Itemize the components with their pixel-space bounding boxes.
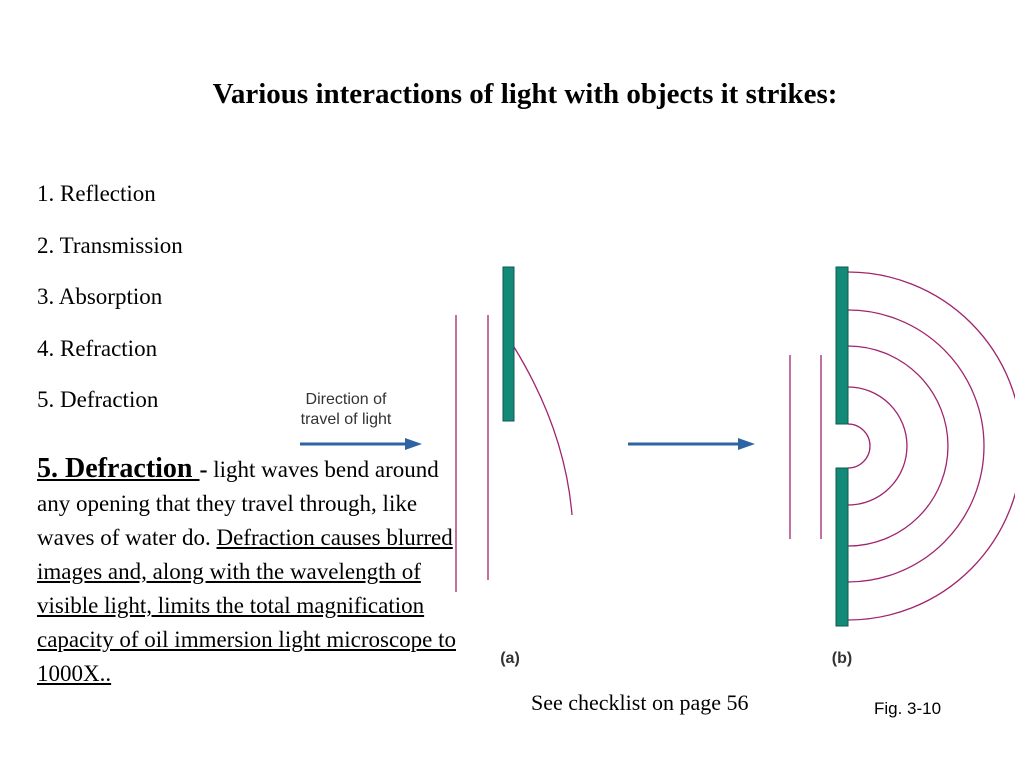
list-item: 3. Absorption: [37, 284, 163, 309]
interaction-list: 1. Reflection 2. Transmission 3. Absorpt…: [37, 180, 183, 438]
diffracted-wave: [847, 423, 871, 469]
panel-b-label: (b): [832, 650, 852, 667]
direction-label-line1: Direction of: [306, 391, 387, 408]
list-item: 5. Defraction: [37, 387, 159, 412]
diffracted-wave: [847, 386, 908, 506]
panel-b: (b): [628, 266, 1015, 667]
barrier-a: [502, 266, 515, 422]
list-item: 4. Refraction: [37, 335, 158, 361]
definition-dash: -: [199, 457, 208, 483]
barrier-b-top: [835, 266, 849, 425]
diffracted-wave: [847, 271, 1015, 621]
list-item: 2. Transmission: [37, 232, 183, 258]
defraction-definition: 5. Defraction - light waves bend around …: [37, 452, 477, 691]
direction-arrow-a: [300, 438, 422, 450]
definition-text: light waves bend around any opening that…: [37, 457, 439, 550]
diffracted-wave: [847, 309, 985, 583]
direction-arrow-b: [628, 438, 755, 450]
direction-label-line2: travel of light: [301, 411, 392, 428]
figure-reference: Fig. 3-10: [874, 699, 942, 718]
diffraction-figure: Direction of travel of light (a) (b): [300, 266, 1015, 667]
panel-a-label: (a): [500, 650, 520, 667]
slide-title: Various interactions of light with objec…: [212, 78, 838, 110]
definition-underlined-text: Defraction causes blurred images and, al…: [37, 525, 457, 686]
definition-heading: 5. Defraction: [37, 453, 200, 484]
checklist-note: See checklist on page 56: [531, 690, 749, 715]
barrier-b-bottom: [835, 467, 849, 627]
bent-wave-a: [513, 346, 573, 516]
panel-a: Direction of travel of light (a): [300, 266, 573, 667]
diffracted-wave: [847, 345, 949, 547]
list-item: 1. Reflection: [37, 181, 156, 206]
